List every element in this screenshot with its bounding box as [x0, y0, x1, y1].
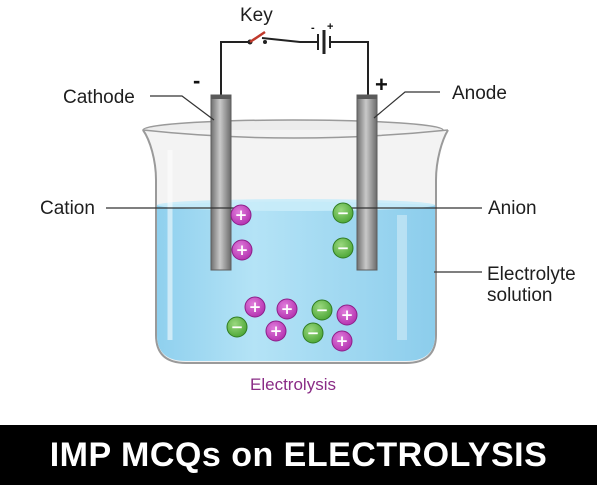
anion-ion: − — [302, 322, 324, 344]
cation-ion: + — [230, 204, 252, 226]
electrolyte-solution — [157, 201, 435, 361]
svg-text:−: − — [307, 324, 320, 342]
anion-ion: − — [226, 316, 248, 338]
diagram-caption: Electrolysis — [250, 375, 336, 394]
svg-text:+: + — [270, 322, 283, 340]
anion-ion: − — [332, 202, 354, 224]
anion-label: Anion — [488, 198, 537, 219]
battery-minus-sign: - — [311, 22, 315, 34]
svg-text:−: − — [337, 204, 350, 222]
anion-ion: − — [332, 237, 354, 259]
cathode-electrode — [210, 94, 232, 271]
cation-label: Cation — [40, 198, 95, 219]
anion-ion: − — [311, 299, 333, 321]
svg-text:+: + — [235, 206, 248, 224]
key-switch-icon[interactable] — [247, 30, 268, 45]
svg-text:+: + — [236, 241, 249, 259]
cation-ion: + — [276, 298, 298, 320]
cathode-label: Cathode — [63, 87, 135, 108]
leader-lines — [106, 91, 482, 273]
battery-plus-sign: + — [327, 21, 333, 33]
anode-sign: + — [375, 72, 388, 97]
title-banner: IMP MCQs on ELECTROLYSIS — [0, 425, 597, 485]
electrolyte-label-line2: solution — [487, 285, 553, 306]
svg-text:−: − — [337, 239, 350, 257]
cation-ion: + — [336, 304, 358, 326]
key-label: Key — [240, 5, 273, 26]
cation-ion: + — [231, 239, 253, 261]
banner-title: IMP MCQs on ELECTROLYSIS — [49, 435, 548, 474]
svg-text:+: + — [281, 300, 294, 318]
circuit-wire — [220, 37, 369, 95]
cation-ion: + — [265, 320, 287, 342]
cation-ion: + — [244, 296, 266, 318]
battery-icon — [317, 30, 331, 54]
svg-text:−: − — [231, 318, 244, 336]
anode-label: Anode — [452, 83, 507, 104]
svg-text:+: + — [249, 298, 262, 316]
anode-electrode — [356, 94, 378, 271]
svg-text:−: − — [316, 301, 329, 319]
svg-text:+: + — [336, 332, 349, 350]
electrolysis-diagram: Key - + - + Cathode Anode Cation Anion E… — [40, 5, 576, 394]
svg-text:+: + — [341, 306, 354, 324]
electrolyte-label-line1: Electrolyte — [487, 264, 576, 285]
cation-ion: + — [331, 330, 353, 352]
cathode-sign: - — [193, 68, 200, 93]
